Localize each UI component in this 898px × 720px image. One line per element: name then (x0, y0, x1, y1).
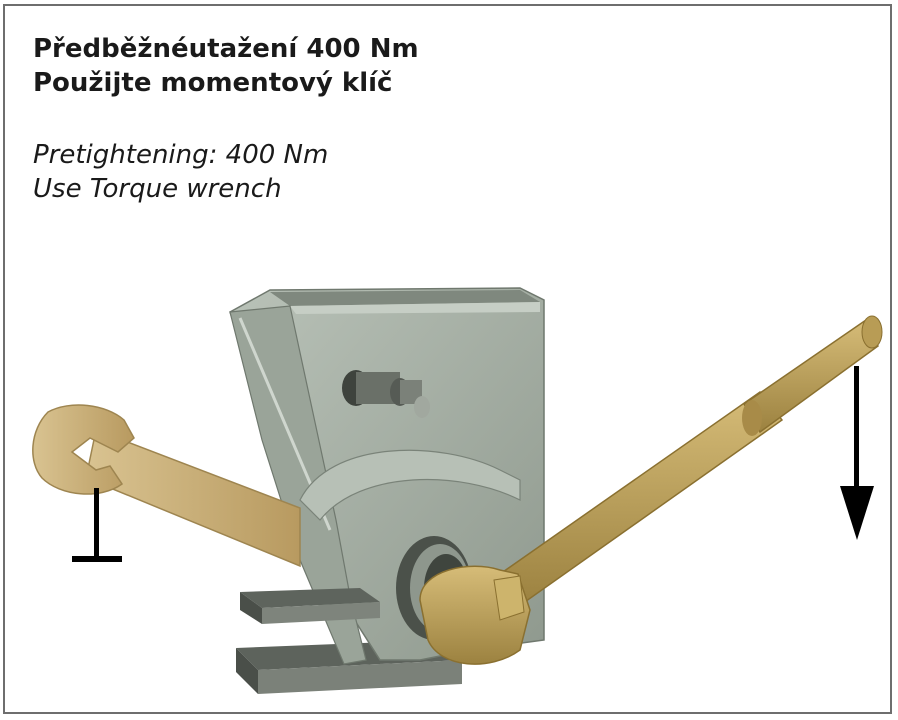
english-line-2: Use Torque wrench (33, 174, 282, 204)
upper-clamp-block (240, 588, 380, 624)
english-line-1: Pretightening: 400 Nm (33, 140, 329, 170)
english-instruction: Pretightening: 400 Nm Use Torque wrench (33, 138, 328, 206)
torque-wrench (419, 315, 883, 665)
fixed-support-icon (72, 488, 122, 562)
czech-line-1: Předběžnéutažení 400 Nm (33, 34, 419, 64)
czech-instruction: Předběžnéutažení 400 Nm Použijte momento… (33, 32, 419, 100)
czech-line-2: Použijte momentový klíč (33, 68, 393, 98)
down-arrow-icon (840, 366, 874, 540)
face-bolt (342, 370, 430, 418)
open-end-wrench (32, 404, 301, 568)
